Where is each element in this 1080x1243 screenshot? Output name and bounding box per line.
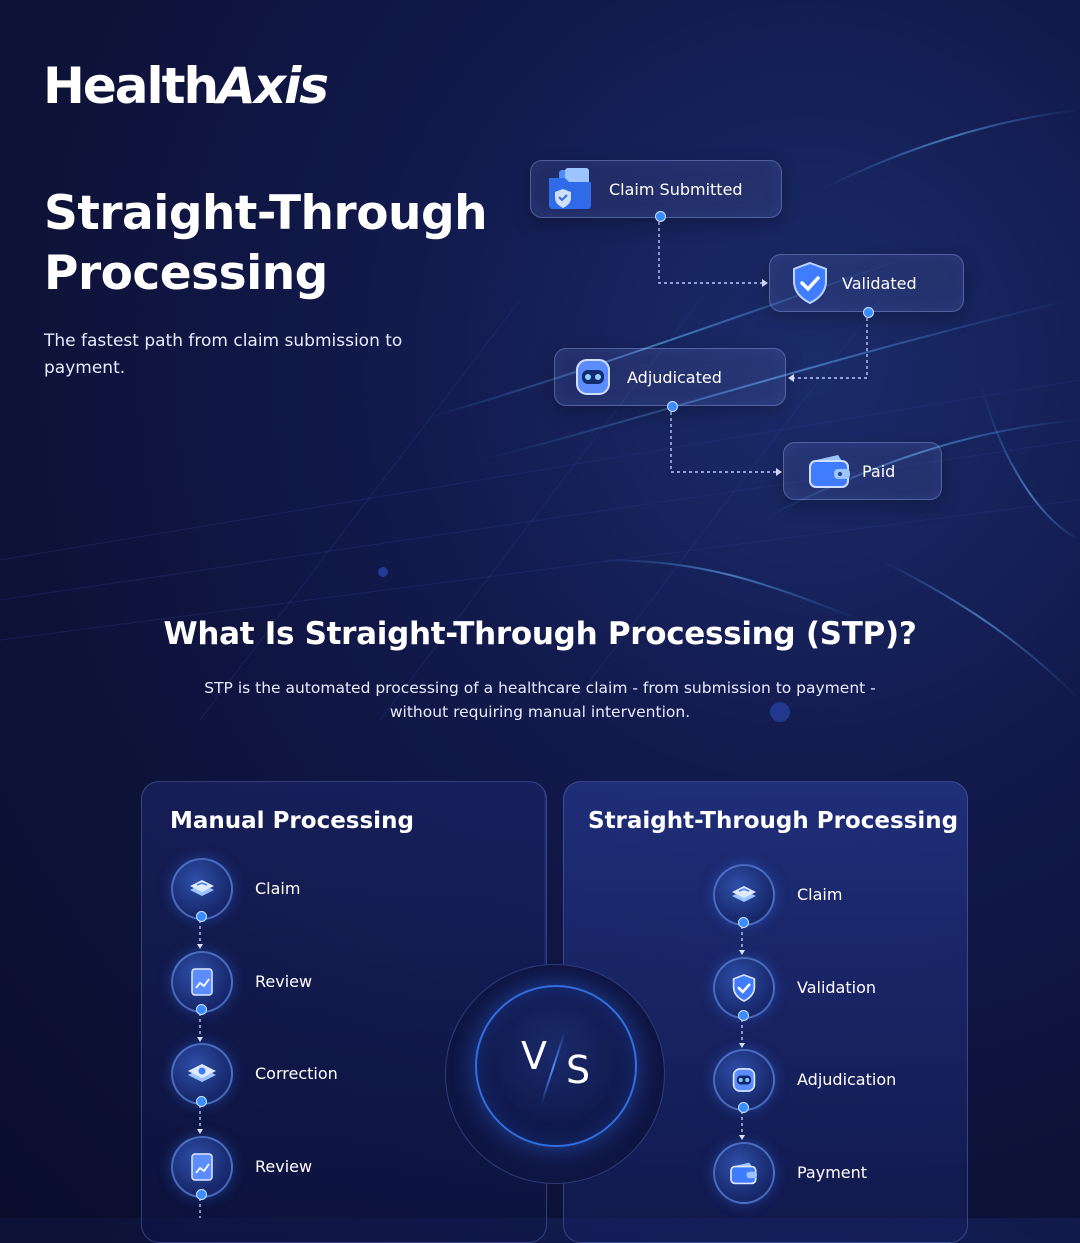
vs-badge <box>475 985 637 1147</box>
node-dot <box>196 1189 207 1200</box>
stp-step-label: Claim <box>797 885 843 904</box>
folder-shield-icon <box>543 166 599 212</box>
healthaxis-logo: HealthAxis <box>43 56 329 116</box>
manual-step-label: Correction <box>255 1064 338 1083</box>
robot-icon <box>713 1049 775 1111</box>
node-dot <box>738 1010 749 1021</box>
node-dot <box>196 1096 207 1107</box>
flow-connectors <box>658 216 868 476</box>
manual-panel-title: Manual Processing <box>170 808 414 834</box>
gear-stack-icon <box>171 1043 233 1105</box>
logo-text-bold: Axis <box>217 57 329 115</box>
stp-step-label: Payment <box>797 1163 868 1182</box>
node-dot <box>738 917 749 928</box>
flow-dot <box>667 401 678 412</box>
section-description-line: without requiring manual intervention. <box>389 703 691 721</box>
chart-document-icon <box>171 951 233 1013</box>
flow-dot <box>863 307 874 318</box>
manual-step-label: Claim <box>255 879 301 898</box>
document-stack-icon <box>171 858 233 920</box>
flow-step-label: Adjudicated <box>627 367 722 387</box>
flow-dot <box>655 211 666 222</box>
node-dot <box>196 1004 207 1015</box>
background-light-streaks <box>0 109 1080 722</box>
manual-step-label: Review <box>255 972 313 991</box>
section-description: STP is the automated processing of a hea… <box>0 676 1080 724</box>
flow-step-paid: Paid <box>783 442 942 500</box>
hero-subtitle: The fastest path from claim submission t… <box>44 331 403 378</box>
stp-step-label: Adjudication <box>797 1070 897 1089</box>
flow-step-validated: Validated <box>769 254 964 312</box>
node-dot <box>196 911 207 922</box>
vs-letter-v: V <box>521 1034 547 1078</box>
shield-check-icon <box>778 261 842 305</box>
wallet-icon <box>713 1142 775 1204</box>
shield-check-icon <box>713 957 775 1019</box>
panel-connectors <box>197 790 745 1218</box>
flow-step-label: Claim Submitted <box>609 179 743 199</box>
flow-step-label: Validated <box>842 273 917 293</box>
stp-step-label: Validation <box>797 978 877 997</box>
section-description-line: STP is the automated processing of a hea… <box>204 679 876 697</box>
node-dot <box>738 1102 749 1113</box>
flow-step-adjudicated: Adjudicated <box>554 348 786 406</box>
manual-step-label: Review <box>255 1157 313 1176</box>
wallet-icon <box>802 451 858 491</box>
section-title: What Is Straight-Through Processing (STP… <box>163 616 917 652</box>
flow-step-claim-submitted: Claim Submitted <box>530 160 782 218</box>
robot-icon <box>563 356 623 398</box>
logo-text-regular: Health <box>43 57 219 115</box>
flow-step-label: Paid <box>862 461 896 481</box>
vs-letter-s: S <box>566 1048 591 1092</box>
stp-panel-title: Straight-Through Processing <box>588 808 959 834</box>
hero-title: Straight-Through Processing <box>44 186 488 301</box>
